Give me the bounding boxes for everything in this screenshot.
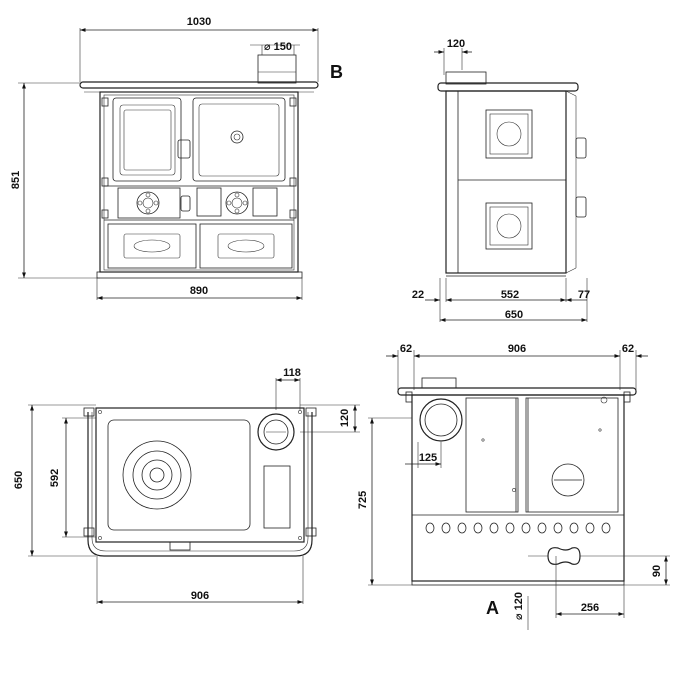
hob-ring-outer — [122, 440, 192, 510]
side-body-depth-label: 552 — [501, 289, 519, 301]
front-view: 1030 890 851 ⌀ 150 B — [10, 16, 343, 300]
side-lower-ornament-icon — [496, 213, 522, 239]
top-reservoir-opening — [263, 465, 291, 529]
side-view: 120 22 552 77 650 — [412, 38, 590, 322]
top-cooking-plate — [95, 407, 305, 543]
side-total-depth-label: 650 — [505, 309, 523, 321]
side-body — [445, 90, 567, 274]
top-towel-rail — [87, 412, 313, 557]
top-depth-label: 650 — [13, 471, 25, 489]
side-upper-panel — [485, 109, 533, 159]
front-width-label: 1030 — [187, 16, 211, 28]
rear-outlet-offset-label: 256 — [581, 602, 599, 614]
hob-ring-inner — [141, 459, 173, 491]
front-base-width-label: 890 — [190, 285, 208, 297]
view-b-marker: B — [330, 62, 343, 82]
right-air-vent-icon — [225, 191, 249, 215]
side-lower-panel — [485, 202, 533, 250]
view-a-marker: A — [486, 598, 499, 618]
top-flue-y-label: 120 — [339, 409, 351, 427]
rear-right-margin-label: 62 — [622, 343, 634, 355]
rear-height-label: 725 — [357, 491, 369, 509]
front-height-label: 851 — [10, 171, 22, 189]
front-left-drawer — [107, 223, 197, 269]
rear-width-label: 906 — [508, 343, 526, 355]
side-flue-offset-label: 120 — [447, 38, 465, 50]
rear-low-height-label: 90 — [651, 565, 663, 577]
left-air-vent-icon — [136, 191, 160, 215]
top-view: 118 120 650 592 906 — [13, 367, 360, 604]
front-firebox-door — [117, 187, 181, 219]
thermometer-icon — [230, 130, 244, 144]
rear-left-margin-label: 62 — [400, 343, 412, 355]
front-left-door — [112, 97, 182, 182]
side-right-margin-label: 77 — [578, 289, 590, 301]
rear-view: 62 906 62 125 725 90 256 ⌀ 120 A — [357, 343, 670, 630]
rear-vent-holes — [425, 522, 611, 534]
right-drawer-ornament-icon — [227, 239, 265, 253]
front-plinth — [96, 271, 303, 279]
front-right-door — [192, 97, 286, 182]
rear-flue-offset-label: 125 — [419, 452, 437, 464]
rear-outlet-diameter-label: ⌀ 120 — [513, 592, 525, 620]
top-flue-collar — [257, 413, 295, 451]
rear-top-rail — [397, 387, 637, 396]
rear-flue-outlet — [419, 398, 463, 442]
rear-inspection-cover — [551, 463, 585, 497]
front-flue-diameter-label: ⌀ 150 — [264, 41, 292, 53]
top-inner-depth-label: 592 — [49, 469, 61, 487]
left-drawer-ornament-icon — [133, 239, 171, 253]
side-flue-pipe — [445, 71, 487, 85]
top-width-label: 906 — [191, 590, 209, 602]
top-flue-x-label: 118 — [283, 367, 301, 379]
front-top-plate — [79, 81, 319, 89]
front-right-drawer — [199, 223, 293, 269]
hob-ring-middle — [132, 450, 182, 500]
rear-air-outlet — [547, 547, 581, 565]
front-flue-pipe — [257, 54, 297, 84]
side-left-margin-label: 22 — [412, 289, 424, 301]
side-upper-ornament-icon — [496, 121, 522, 147]
